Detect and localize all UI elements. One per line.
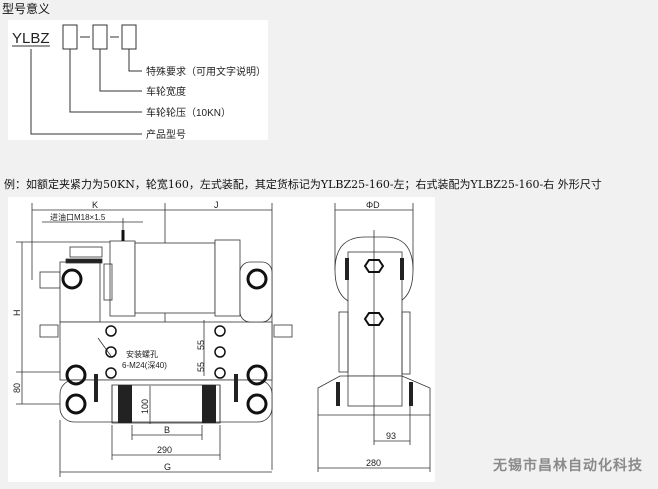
side-view [317,203,431,472]
front-view [16,203,293,477]
dim-B: B [164,425,170,435]
dim-100: 100 [140,399,150,414]
dim-K: K [92,200,98,210]
mount-holes-label: 安装螺孔 [126,349,158,359]
section-title: 型号意义 [2,2,51,16]
dim-J: J [214,200,219,210]
model-legend-svg: YLBZ 特殊要求（可用文字说明） 车轮宽度 车轮轮压（10KN） 产品型号 [12,24,266,141]
dim-D: ΦD [366,200,380,210]
oil-inlet-label: 进油口M18×1.5 [50,212,106,222]
example-text: 例：如额定夹紧力为50KN，轮宽160，左式装配，其定货标记为YLBZ25-16… [4,178,602,191]
legend-item-width: 车轮宽度 [146,85,186,98]
company-name: 无锡市昌林自动化科技 [493,458,643,474]
dimension-drawing: K J 进油口M18×1.5 H 80 55 55 安装螺孔 6-M24(深40… [8,197,435,482]
model-legend-diagram: YLBZ 特殊要求（可用文字说明） 车轮宽度 车轮轮压（10KN） 产品型号 [8,20,268,141]
dim-55-lower: 55 [196,362,206,372]
drawing-svg: K J 进油口M18×1.5 H 80 55 55 安装螺孔 6-M24(深40… [12,200,431,477]
side-view-solids [336,258,413,406]
legend-item-model: 产品型号 [146,128,186,140]
dim-G: G [164,462,171,472]
front-view-solids [61,268,268,423]
dim-H: H [12,310,22,317]
model-prefix: YLBZ [12,30,50,47]
dim-55-upper: 55 [196,340,206,350]
dim-93: 93 [386,431,396,441]
legend-item-load: 车轮轮压（10KN） [146,106,231,119]
legend-item-special: 特殊要求（可用文字说明） [146,65,266,78]
dim-80: 80 [12,383,22,393]
dim-290: 290 [157,445,172,455]
mount-holes-spec: 6-M24(深40) [122,361,167,370]
dim-280: 280 [366,458,381,468]
